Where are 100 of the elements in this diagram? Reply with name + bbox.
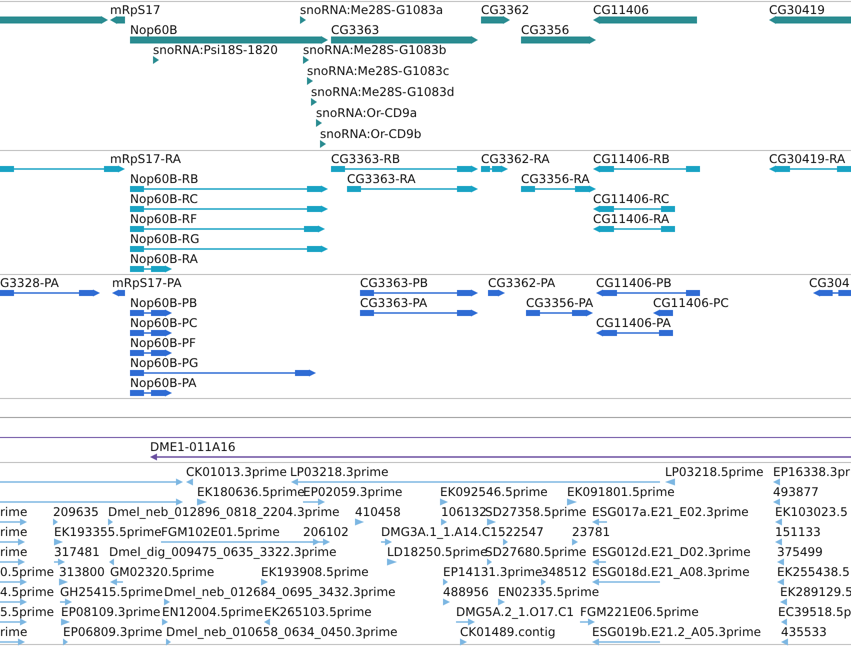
- feature-label: Nop60B-PG: [130, 356, 198, 370]
- feature-label: EN02335.5prime: [498, 585, 600, 599]
- feature-label: 209635: [53, 505, 99, 519]
- feature-label: Dmel_dig_009475_0635_3322.3prime: [109, 545, 337, 559]
- feature-label: 5.5prime: [0, 605, 54, 619]
- feature-label: Nop60B-PA: [130, 376, 196, 390]
- feature-label: EC39518.5p: [778, 605, 851, 619]
- feature-label: EP08109.3prime: [61, 605, 160, 619]
- feature-label: EK092546.5prime: [440, 485, 548, 499]
- feature-label: snoRNA:Me28S-G1083b: [303, 43, 446, 57]
- feature-label: CG3363-PA: [360, 296, 428, 310]
- feature-label: LD18250.5prime: [387, 545, 488, 559]
- feature-label: Nop60B-PF: [130, 336, 196, 350]
- feature-label: snoRNA:Me28S-G1083d: [311, 85, 454, 99]
- feature-label: GM02320.5prime: [110, 565, 214, 579]
- feature-label: Nop60B-PB: [130, 296, 198, 310]
- feature-label: 23781: [572, 525, 610, 539]
- feature-label: 375499: [777, 545, 823, 559]
- feature-label: Nop60B-PC: [130, 316, 198, 330]
- feature-label: EP16338.3pr: [773, 465, 850, 479]
- feature-label: CG3362: [481, 3, 530, 17]
- feature-label: ESG017a.E21_E02.3prime: [592, 505, 749, 519]
- feature-label: 522547: [498, 525, 544, 539]
- feature-label: Dmel_neb_012896_0818_2204.3prime: [108, 505, 340, 519]
- feature-label: 106132: [441, 505, 487, 519]
- feature-label: CK01013.3prime: [186, 465, 287, 479]
- feature-label: CK01489.contig: [460, 625, 556, 639]
- feature-label: ESG012d.E21_D02.3prime: [592, 545, 751, 559]
- feature-label: CG11406-PB: [596, 276, 672, 290]
- feature-label: Dmel_neb_012684_0695_3432.3prime: [164, 585, 396, 599]
- feature-label: SD27680.5prime: [485, 545, 586, 559]
- feature-label: Nop60B-RC: [130, 192, 198, 206]
- feature-label: CG3363-RB: [331, 152, 400, 166]
- feature-label: EK193908.5prime: [261, 565, 369, 579]
- feature-label: CG3363: [331, 23, 380, 37]
- feature-label: CG3356: [521, 23, 570, 37]
- feature-label: snoRNA:Psi18S-1820: [153, 43, 278, 57]
- feature-label: rime: [0, 625, 28, 639]
- feature-label: CG3362-PA: [488, 276, 556, 290]
- feature-label: CG3356-RA: [521, 172, 590, 186]
- feature-label: LP03218.3prime: [290, 465, 389, 479]
- feature-label: EK103023.5: [775, 505, 848, 519]
- feature-label: mRpS17: [110, 3, 161, 17]
- feature-label: 410458: [355, 505, 401, 519]
- feature-label: Nop60B: [130, 23, 178, 37]
- feature-label: Nop60B-RF: [130, 212, 198, 226]
- feature-label: FGM102E01.5prime: [161, 525, 280, 539]
- feature-label: Nop60B-RG: [130, 232, 200, 246]
- feature-label: 493877: [773, 485, 819, 499]
- feature-label: 4.5prime: [0, 585, 54, 599]
- feature-label: EK265103.5prime: [264, 605, 372, 619]
- feature-label: EN12004.5prime: [162, 605, 264, 619]
- feature-label: CG11406-RA: [593, 212, 670, 226]
- feature-label: 0.5prime: [0, 565, 54, 579]
- feature-label: EP02059.3prime: [303, 485, 402, 499]
- feature-label: CG11406-PA: [596, 316, 671, 330]
- feature-label: snoRNA:Or-CD9b: [320, 127, 422, 141]
- feature-label: CG3356-PA: [526, 296, 594, 310]
- feature-label: EK180636.5prime: [197, 485, 305, 499]
- feature-label: EP14131.3prime: [443, 565, 542, 579]
- feature-label: CG304: [809, 276, 850, 290]
- feature-label: rime: [0, 505, 28, 519]
- feature-label: rime: [0, 545, 28, 559]
- feature-label: snoRNA:Me28S-G1083c: [307, 64, 450, 78]
- feature-label: CG11406-RC: [593, 192, 670, 206]
- feature-label: 435533: [781, 625, 827, 639]
- feature-label: mRpS17-RA: [110, 152, 181, 166]
- feature-label: CG3362-RA: [481, 152, 550, 166]
- feature-label: CG30419-RA: [769, 152, 846, 166]
- feature-label: 488956: [443, 585, 489, 599]
- feature-label: 317481: [54, 545, 100, 559]
- feature-label: EK193355.5prime: [54, 525, 162, 539]
- feature-label: CG11406-RB: [593, 152, 670, 166]
- feature-label: 151133: [775, 525, 821, 539]
- feature-label: mRpS17-PA: [112, 276, 182, 290]
- feature-label: DMG3A.1_1.A14.C1: [381, 525, 498, 539]
- feature-label: G3328-PA: [0, 276, 59, 290]
- feature-label: EP06809.3prime: [63, 625, 162, 639]
- feature-label: snoRNA:Or-CD9a: [316, 106, 418, 120]
- feature-label: LP03218.5prime: [665, 465, 764, 479]
- feature-label: GH25415.5prime: [60, 585, 163, 599]
- feature-label: CG11406-PC: [653, 296, 729, 310]
- feature-label: EK091801.5prime: [567, 485, 675, 499]
- feature-label: ESG018d.E21_A08.3prime: [592, 565, 750, 579]
- feature-label: Nop60B-RA: [130, 252, 198, 266]
- feature-label: EK255438.5: [777, 565, 850, 579]
- feature-label: SD27358.5prime: [485, 505, 586, 519]
- feature-label: DME1-011A16: [150, 440, 236, 454]
- feature-label: 206102: [303, 525, 349, 539]
- feature-label: snoRNA:Me28S-G1083a: [300, 3, 444, 17]
- feature-label: Dmel_neb_010658_0634_0450.3prime: [166, 625, 398, 639]
- feature-label: 348512: [541, 565, 587, 579]
- feature-label: DMG5A.2_1.O17.C1: [456, 605, 574, 619]
- feature-label: rime: [0, 525, 28, 539]
- feature-label: 313800: [59, 565, 105, 579]
- feature-label: CG30419: [769, 3, 825, 17]
- feature-label: ESG019b.E21.2_A05.3prime: [592, 625, 762, 639]
- feature-label: FGM221E06.5prime: [580, 605, 699, 619]
- feature-label: Nop60B-RB: [130, 172, 198, 186]
- feature-label: CG3363-RA: [347, 172, 416, 186]
